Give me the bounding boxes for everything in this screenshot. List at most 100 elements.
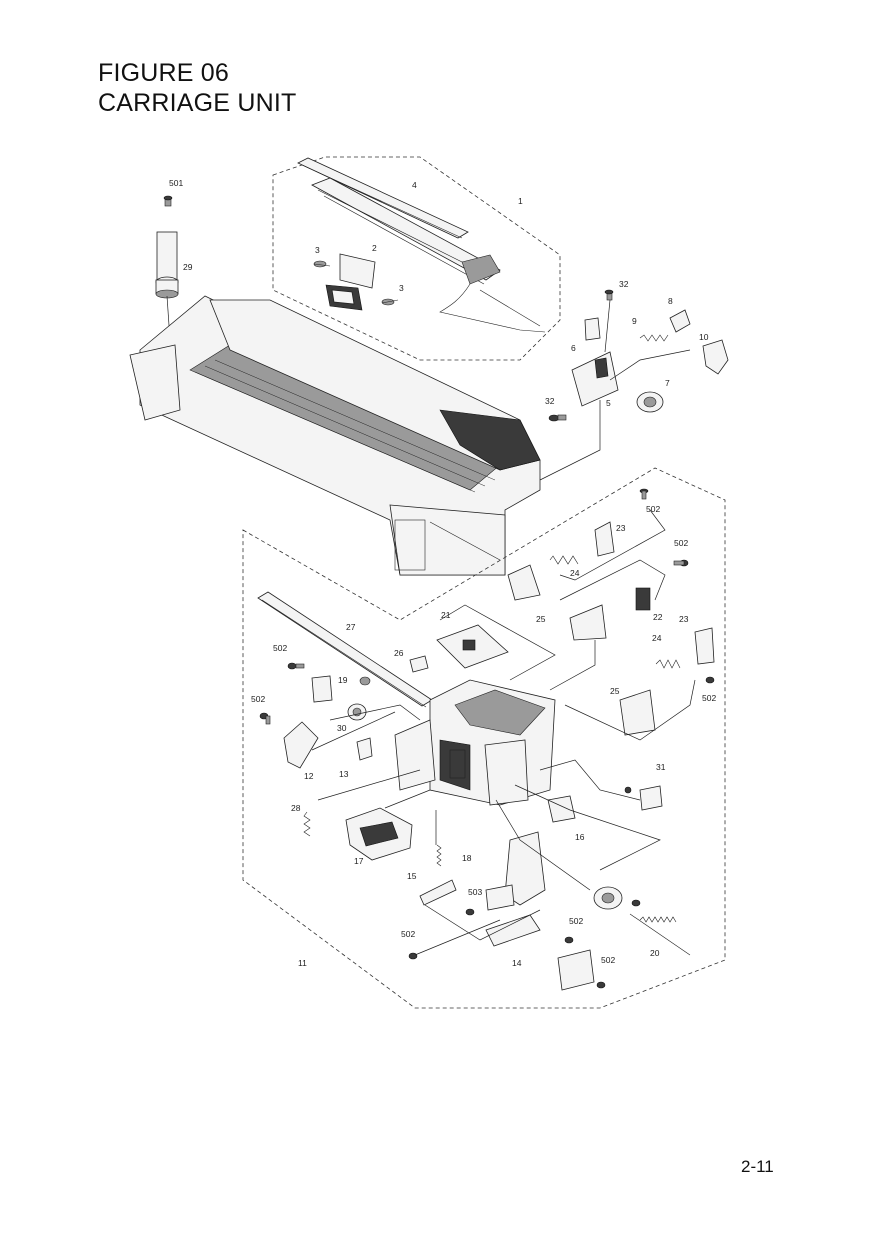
part-cover-block — [557, 949, 595, 991]
part-17-holder — [345, 807, 413, 861]
callout-9: 9 — [632, 316, 637, 326]
part-502-screw-left-a — [287, 662, 305, 670]
part-8-cap — [669, 309, 691, 333]
callout-502-d: 502 — [251, 694, 265, 704]
callout-502-h: 502 — [601, 955, 615, 965]
callout-2: 2 — [372, 243, 377, 253]
leader-lines — [311, 509, 696, 956]
callout-18: 18 — [462, 853, 472, 863]
callout-502-g: 502 — [401, 929, 415, 939]
callout-502-e: 502 — [702, 693, 716, 703]
callout-10: 10 — [699, 332, 709, 342]
part-18-spring — [436, 844, 442, 867]
part-25-bracket-right — [619, 689, 656, 736]
callout-13: 13 — [339, 769, 349, 779]
part-22-bracket — [569, 587, 651, 641]
part-6-clip — [584, 317, 601, 341]
assembly-outline-upper — [272, 156, 561, 361]
part-29-roller — [155, 231, 179, 299]
callout-502-c: 502 — [273, 643, 287, 653]
callout-8: 8 — [668, 296, 673, 306]
callout-24-right: 24 — [652, 633, 662, 643]
carriage-body — [394, 679, 556, 806]
part-5-frame — [571, 351, 619, 407]
part-502-screw-right — [673, 559, 689, 567]
callout-11: 11 — [298, 958, 307, 968]
part-7-gear — [636, 391, 664, 413]
part-13-stopper — [356, 737, 373, 761]
part-503-screw — [465, 908, 475, 916]
part-4-rail — [297, 157, 546, 333]
figure-title: CARRIAGE UNIT — [98, 89, 297, 117]
callout-19: 19 — [338, 675, 348, 685]
part-502-screws-lower — [408, 899, 641, 989]
callout-27: 27 — [346, 622, 356, 632]
part-502-screw-left-b — [259, 712, 271, 725]
callout-22: 22 — [653, 612, 663, 622]
part-3-screws — [313, 260, 399, 306]
callout-502-b: 502 — [674, 538, 688, 548]
callout-503: 503 — [468, 887, 482, 897]
callout-14: 14 — [512, 958, 522, 968]
part-24-spring-right — [655, 659, 681, 669]
callout-501: 501 — [169, 178, 183, 188]
callout-labels: 501 4 1 3 2 3 29 32 8 9 6 10 7 32 5 502 … — [169, 178, 716, 968]
part-501-screw — [163, 195, 173, 207]
part-24-spring-top — [549, 555, 579, 565]
callout-502-a: 502 — [646, 504, 660, 514]
figure-number: FIGURE 06 — [98, 59, 229, 87]
part-23-bracket-right — [694, 627, 715, 665]
callout-23-right: 23 — [679, 614, 689, 624]
callout-3-left: 3 — [315, 245, 320, 255]
callout-5: 5 — [606, 398, 611, 408]
callout-21: 21 — [441, 610, 451, 620]
part-502-screw-right-low — [705, 676, 715, 684]
part-25-bracket-top — [507, 564, 541, 601]
callout-25-right: 25 — [610, 686, 620, 696]
callout-6: 6 — [571, 343, 576, 353]
callout-12: 12 — [304, 771, 314, 781]
callout-25-top: 25 — [536, 614, 546, 624]
part-bracket-column — [485, 831, 546, 911]
callout-29: 29 — [183, 262, 193, 272]
callout-32-left: 32 — [545, 396, 555, 406]
callout-4: 4 — [412, 180, 417, 190]
callout-17: 17 — [354, 856, 364, 866]
part-21-board — [436, 624, 509, 669]
part-16-sensor — [547, 795, 576, 823]
callout-7: 7 — [665, 378, 670, 388]
callout-28: 28 — [291, 803, 301, 813]
part-32-screw-left — [548, 414, 567, 422]
callout-32-top: 32 — [619, 279, 629, 289]
part-10-lever — [702, 339, 729, 375]
part-502-screw-top — [639, 488, 649, 500]
part-19-part — [359, 676, 371, 686]
callout-30: 30 — [337, 723, 347, 733]
callout-23-top: 23 — [616, 523, 626, 533]
part-502-plate — [311, 675, 333, 703]
callout-3-right: 3 — [399, 283, 404, 293]
part-30-roller — [347, 703, 367, 721]
part-32-screw-top — [604, 289, 614, 301]
callout-24-top: 24 — [570, 568, 580, 578]
part-23-bracket-top — [594, 521, 615, 557]
callout-20: 20 — [650, 948, 660, 958]
part-2-bracket — [325, 253, 376, 311]
callout-26: 26 — [394, 648, 404, 658]
part-28-spring — [303, 811, 311, 837]
part-15-guide — [419, 879, 457, 906]
callout-15: 15 — [407, 871, 417, 881]
part-9-spring — [639, 334, 669, 342]
callout-16: 16 — [575, 832, 585, 842]
part-31-clip — [624, 785, 663, 811]
part-26-latch — [409, 655, 429, 673]
part-20-shaft-spring — [629, 913, 691, 956]
callout-31: 31 — [656, 762, 666, 772]
part-14-slider — [485, 914, 541, 947]
part-clutch — [593, 886, 623, 910]
part-12-lever — [283, 721, 319, 769]
printer-chassis — [129, 295, 541, 576]
callout-502-f: 502 — [569, 916, 583, 926]
page-number: 2-11 — [741, 1157, 774, 1176]
